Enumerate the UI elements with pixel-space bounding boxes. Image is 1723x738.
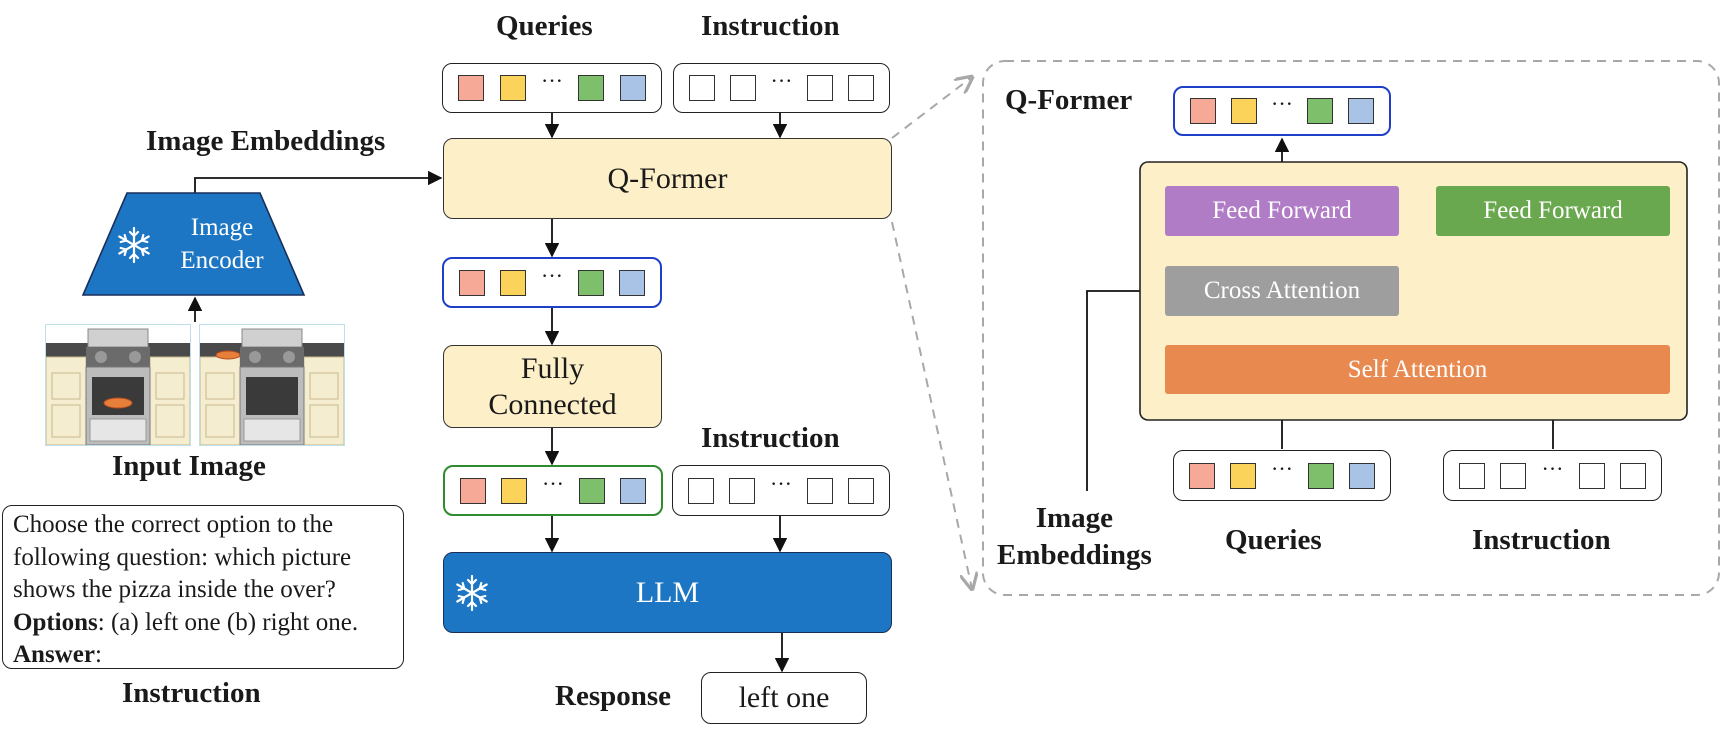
ellipsis: ··· [541, 262, 563, 288]
instruction-bottom-label: Instruction [122, 677, 261, 709]
answer-keyword: Answer [13, 641, 95, 668]
projected-tokens: ··· [443, 465, 663, 516]
query-token-yellow [1230, 98, 1257, 124]
instruction-options-line: Options: (a) left one (b) right one. [13, 607, 393, 640]
query-tokens-top: ··· [442, 63, 662, 113]
answer-text: : [94, 641, 102, 668]
query-token-blue [1347, 98, 1374, 124]
query-token-red [460, 477, 486, 504]
llm-label: LLM [635, 575, 700, 609]
detail-instruction-label: Instruction [1472, 524, 1611, 556]
detail-output-tokens: ··· [1173, 86, 1391, 136]
query-token-green [1307, 98, 1334, 124]
detail-image-embeddings-label: Image Embeddings [997, 500, 1152, 574]
query-token-yellow [501, 477, 527, 504]
query-token-green [577, 269, 604, 296]
instruction-line-3: shows the pizza inside the over? [13, 576, 336, 603]
instruction-token [847, 75, 874, 101]
instruction-label-top: Instruction [701, 10, 840, 42]
fc-label-line2: Connected [488, 387, 617, 421]
query-token-red [1190, 98, 1216, 124]
self-attention-layer: Self Attention [1165, 345, 1670, 394]
query-token-blue [1348, 462, 1375, 489]
query-token-blue [619, 477, 646, 504]
instruction-token [1619, 462, 1646, 489]
query-token-red [458, 75, 484, 101]
zoom-line-bottom [891, 221, 972, 589]
zoom-line-top [891, 77, 972, 139]
query-token-red [1189, 462, 1215, 489]
input-image-label: Input Image [112, 450, 266, 482]
ellipsis: ··· [770, 470, 792, 496]
image-embeddings-label: Image Embeddings [146, 125, 386, 157]
instruction-token [1500, 462, 1527, 489]
encoder-label-line1: Image [190, 214, 254, 241]
input-image-left [45, 324, 191, 446]
image-encoder-shape [81, 192, 306, 296]
detail-image-embeddings-line1: Image [1035, 502, 1114, 534]
input-image-right [199, 324, 345, 446]
detail-query-tokens: ··· [1173, 450, 1391, 501]
query-token-yellow [1230, 462, 1256, 489]
instruction-tokens-mid: ··· [672, 465, 890, 516]
cross-attention-layer: Cross Attention [1165, 266, 1399, 316]
feed-forward-query-layer: Feed Forward [1165, 186, 1399, 236]
instruction-token [688, 477, 714, 504]
response-label: Response [555, 680, 672, 712]
arrow-embeddings-to-cross [1086, 283, 1166, 491]
instruction-answer-line: Answer: [13, 639, 393, 672]
ellipsis: ··· [1541, 455, 1564, 481]
llm-block: LLM [443, 552, 892, 633]
instruction-token [806, 477, 833, 504]
instruction-label-mid: Instruction [701, 422, 840, 454]
instruction-prompt-box: Choose the correct option to the followi… [2, 505, 404, 669]
image-encoder: Image Encoder [83, 193, 304, 295]
feed-forward-text-layer: Feed Forward [1436, 186, 1670, 236]
ellipsis: ··· [1271, 455, 1293, 481]
ellipsis: ··· [541, 68, 563, 93]
response-value-box: left one [701, 672, 867, 724]
instruction-token [729, 75, 756, 101]
detail-queries-label: Queries [1225, 524, 1322, 556]
snowflake-icon [456, 574, 488, 612]
query-token-blue [618, 269, 645, 296]
instruction-token [807, 75, 834, 101]
instruction-token [1578, 462, 1605, 489]
instruction-line-1: Choose the correct option to the [13, 511, 334, 538]
instruction-tokens-top: ··· [673, 63, 890, 113]
query-token-green [578, 477, 605, 504]
ellipsis: ··· [770, 68, 793, 93]
query-token-green [1307, 462, 1334, 489]
options-keyword: Options [13, 608, 98, 636]
ellipsis: ··· [1271, 91, 1293, 116]
response-value: left one [738, 681, 830, 714]
queries-label-top: Queries [496, 10, 593, 42]
ellipsis: ··· [542, 470, 564, 496]
qformer-output-tokens: ··· [442, 257, 662, 308]
detail-image-embeddings-line2: Embeddings [997, 539, 1152, 571]
query-token-blue [619, 75, 646, 101]
instruction-line-2: following question: which picture [13, 543, 352, 571]
snowflake-icon [118, 226, 150, 264]
options-text: : (a) left one (b) right one. [97, 608, 359, 636]
query-token-yellow [500, 269, 526, 296]
qformer-detail-title: Q-Former [1005, 84, 1133, 116]
query-token-yellow [499, 75, 526, 101]
instruction-token [729, 477, 755, 504]
encoder-label-line2: Encoder [180, 247, 264, 274]
fc-label-line1: Fully [520, 351, 585, 385]
query-token-red [459, 269, 485, 296]
arrow-encoder-to-qformer [194, 170, 443, 195]
instruction-token [1459, 462, 1485, 489]
fully-connected-block: Fully Connected [443, 345, 662, 428]
instruction-token [847, 477, 874, 504]
qformer-block: Q-Former [443, 138, 892, 219]
detail-instruction-tokens: ··· [1443, 450, 1662, 501]
query-token-green [578, 75, 605, 101]
instruction-token [689, 75, 715, 101]
